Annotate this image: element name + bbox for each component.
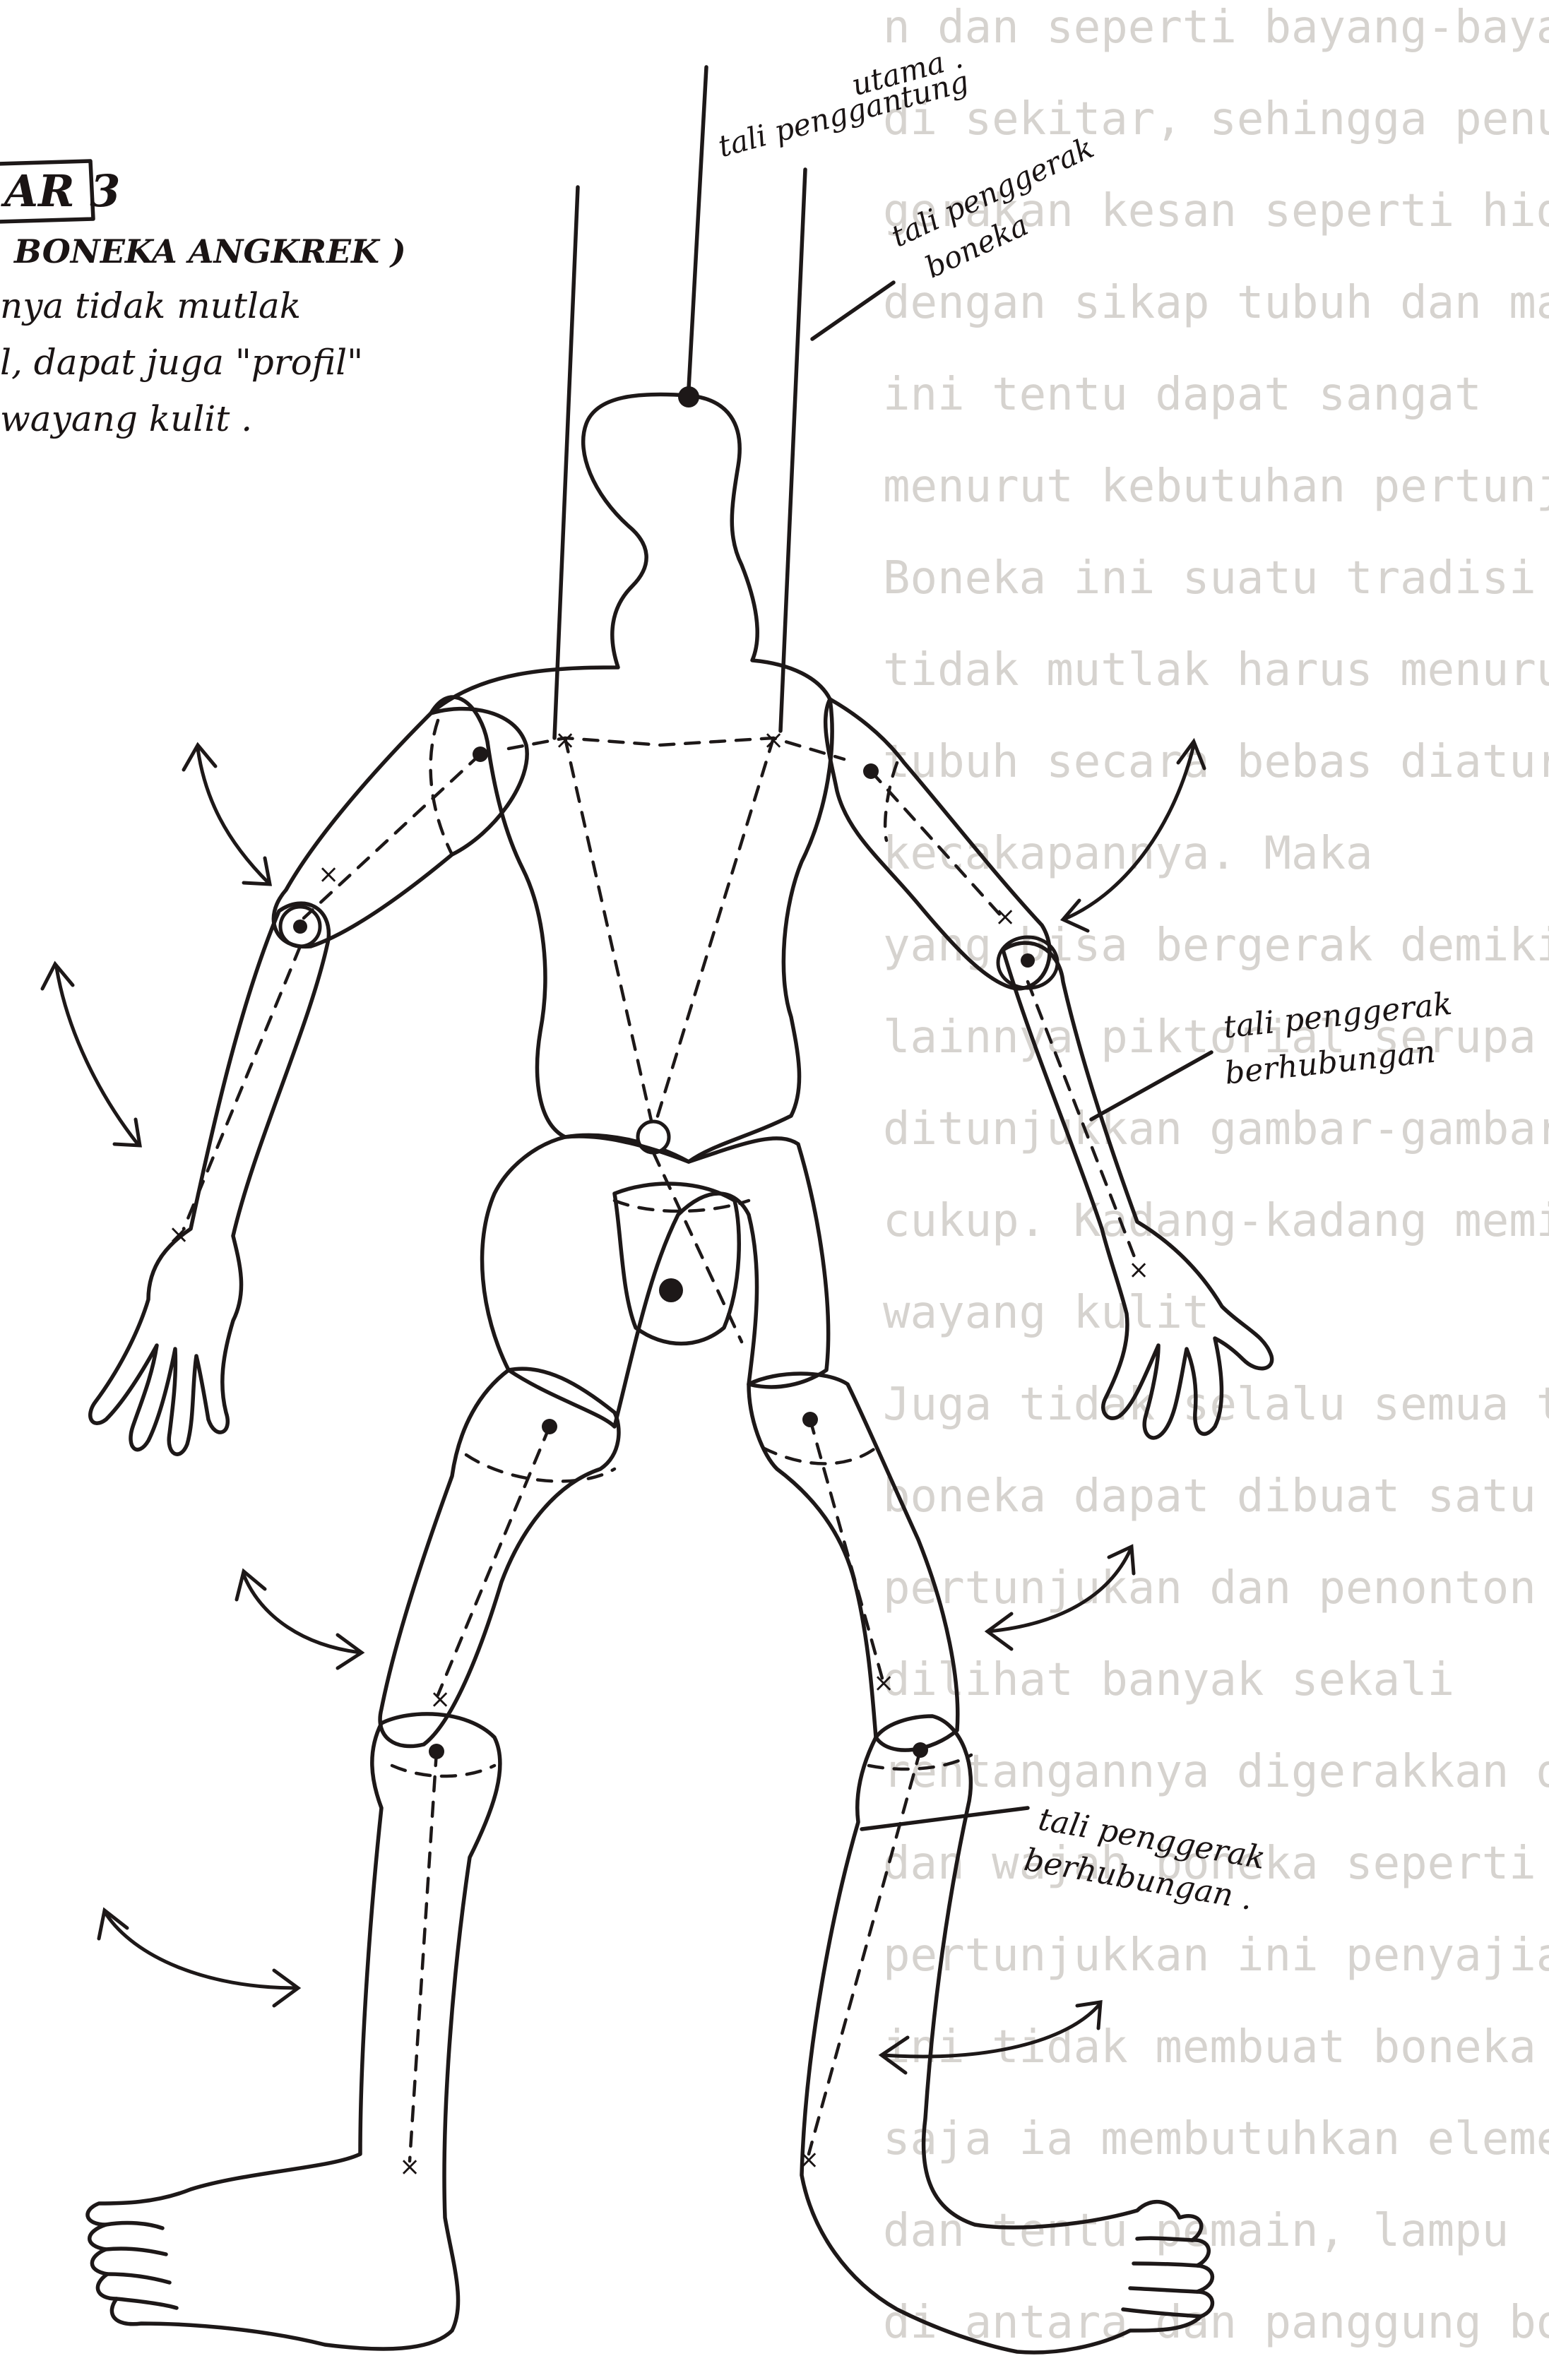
left-elbow-joint (293, 920, 307, 934)
svg-text:yang bisa bergerak demikian: yang bisa bergerak demikian (883, 920, 1549, 972)
left-hip-socket (466, 1455, 615, 1481)
svg-text:Boneka ini suatu tradisi: Boneka ini suatu tradisi (883, 552, 1536, 605)
svg-text:×: × (554, 726, 576, 755)
svg-text:×: × (763, 726, 784, 755)
svg-text:×: × (798, 2146, 819, 2174)
arrow-left-hip (237, 1571, 362, 1668)
head-string-anchor (678, 386, 699, 407)
svg-text:×: × (429, 1685, 451, 1714)
svg-text:×: × (873, 1669, 894, 1698)
svg-text:AR 3: AR 3 (1, 165, 120, 217)
svg-text:×: × (1128, 1256, 1149, 1285)
svg-text:rentangannya digerakkan dari a: rentangannya digerakkan dari atas (883, 1746, 1549, 1798)
left-shin-string (410, 1751, 437, 2161)
svg-text:wayang kulit: wayang kulit (883, 1287, 1209, 1339)
svg-text:saja ia membutuhkan elemen: saja ia membutuhkan elemen (883, 2113, 1549, 2165)
figure-caption: BONEKA ANGKREK ) nya tidak mutlak l, dap… (0, 232, 406, 439)
svg-text:nya tidak mutlak: nya tidak mutlak (0, 285, 301, 326)
right-elbow-joint (1021, 953, 1035, 968)
arrow-left-elbow (42, 964, 140, 1146)
svg-text:wayang kulit .: wayang kulit . (0, 398, 252, 439)
arrow-left-knee (99, 1910, 298, 2006)
left-knee-socket (392, 1766, 494, 1776)
svg-text:×: × (995, 903, 1016, 932)
right-torso-string (653, 738, 773, 1130)
show-through-text: n dan seperti bayang-bayang di sekitar, … (883, 1, 1549, 2349)
svg-text:ini tidak membuat boneka: ini tidak membuat boneka (883, 2021, 1536, 2073)
left-upper-arm-string (304, 754, 480, 918)
svg-text:pertunjukkan ini penyajian: pertunjukkan ini penyajian (883, 1929, 1549, 1982)
right-thigh-string (810, 1420, 883, 1681)
svg-text:×: × (168, 1220, 189, 1249)
svg-text:menurut kebutuhan pertunjukan.: menurut kebutuhan pertunjukan. (883, 460, 1549, 513)
arrow-left-shoulder (184, 745, 270, 884)
svg-text:n dan seperti bayang-bayang: n dan seperti bayang-bayang (883, 1, 1549, 54)
svg-text:dengan sikap tubuh dan mata: dengan sikap tubuh dan mata (883, 277, 1549, 329)
svg-text:boneka dapat dibuat satu tali: boneka dapat dibuat satu tali untuk (883, 1470, 1549, 1523)
svg-text:di sekitar, sehingga penunjuk: di sekitar, sehingga penunjuk (883, 93, 1549, 145)
svg-text:tubuh secara bebas diatur: tubuh secara bebas diatur (883, 736, 1549, 788)
svg-text:pertunjukan dan penonton: pertunjukan dan penonton (883, 1562, 1536, 1614)
svg-text:×: × (318, 860, 339, 889)
svg-text:ditunjukkan gambar-gambar yang: ditunjukkan gambar-gambar yang (883, 1103, 1549, 1155)
svg-text:dan tentu pemain, lampu: dan tentu pemain, lampu (883, 2205, 1509, 2257)
svg-text:BONEKA ANGKREK ): BONEKA ANGKREK ) (13, 232, 406, 270)
pelvis-anchor (659, 1278, 683, 1302)
pelvis-string (653, 1153, 742, 1342)
right-puppet-string (781, 169, 805, 731)
puppet-head-torso (431, 394, 832, 1162)
pelvis (482, 1136, 829, 1427)
left-puppet-string (554, 187, 578, 738)
svg-text:l, dapat juga "profil": l, dapat juga "profil" (0, 342, 363, 383)
svg-text:tidak mutlak harus menurut atu: tidak mutlak harus menurut aturannya (883, 644, 1549, 696)
left-toes (106, 2223, 177, 2308)
main-suspension-string (689, 67, 706, 388)
figure-label: AR 3 (0, 161, 120, 222)
svg-text:dilihat banyak sekali: dilihat banyak sekali (883, 1654, 1454, 1706)
left-thigh (380, 1369, 619, 1746)
left-forearm-hand (90, 903, 329, 1454)
left-shin-foot (88, 1714, 500, 2349)
svg-text:×: × (399, 2153, 420, 2182)
left-torso-string (565, 738, 653, 1130)
svg-text:di antara dan panggung boneka: di antara dan panggung boneka (883, 2297, 1549, 2349)
left-shoulder-joint-line (431, 720, 452, 855)
svg-text:cukup. Kadang-kadang memiliki: cukup. Kadang-kadang memiliki (883, 1195, 1549, 1247)
svg-text:ini tentu dapat sangat: ini tentu dapat sangat (883, 369, 1482, 421)
